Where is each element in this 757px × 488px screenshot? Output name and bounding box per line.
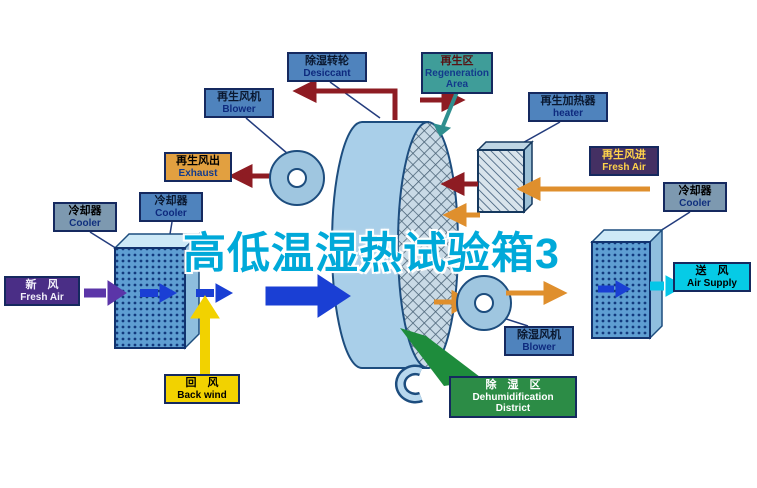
label-dehumid-district-zh: 除 湿 区 [485, 379, 541, 391]
regeneration-duct [228, 78, 398, 189]
regeneration-area-pointer [433, 91, 459, 137]
label-dehumid-district-en2: District [495, 403, 531, 415]
label-cooler-right-en: Cooler [679, 197, 711, 209]
label-cooler-right-zh: 冷却器 [678, 185, 712, 197]
heater-side-face [523, 140, 533, 214]
pointer-regen-blower [245, 117, 289, 155]
label-regen-fresh-air: 再生风进 Fresh Air [589, 146, 659, 177]
label-cooler-right: 冷却器 Cooler [663, 182, 727, 213]
heater-to-wheel-arrowhead [442, 202, 467, 228]
label-regen-heater-zh: 再生加热器 [540, 95, 596, 107]
fan-out-arrowhead [543, 280, 568, 306]
pointer-desiccant [329, 81, 381, 119]
label-regen-fresh-air-zh: 再生风进 [602, 149, 646, 161]
label-regen-exhaust-en: Exhaust [178, 167, 218, 179]
label-dehumid-blower: 除湿风机 Blower [504, 326, 574, 357]
label-air-supply-en: Air Supply [686, 277, 737, 289]
process-arrow3-head [615, 280, 632, 298]
label-regeneration-area: 再生区 Regeneration Area [421, 52, 493, 94]
label-cooler-left-inner-en: Cooler [155, 207, 187, 219]
label-dehumid-blower-en: Blower [522, 341, 556, 353]
label-cooler-left-inner: 冷却器 Cooler [139, 192, 203, 223]
watermark-title: 高低温湿热试验箱3 [183, 230, 560, 278]
label-regen-heater-en: heater [552, 107, 583, 119]
label-back-wind: 回 风 Back wind [164, 374, 240, 405]
label-cooler-left-inner-zh: 冷却器 [154, 195, 188, 207]
label-desiccant-en: Desiccant [303, 67, 351, 79]
return-air-arrowhead [190, 295, 220, 319]
label-cooler-left-outer-en: Cooler [69, 217, 101, 229]
label-dehumid-blower-zh: 除湿风机 [517, 329, 561, 341]
heater-upper-arrowhead [440, 171, 465, 197]
regen-duct-line [314, 88, 398, 120]
label-dehumid-district-en1: Dehumidification [472, 391, 554, 403]
label-back-wind-zh: 回 风 [185, 377, 219, 389]
heater-top-face [476, 141, 534, 151]
process-arrow1-head [159, 283, 178, 303]
label-cooler-left-outer-zh: 冷却器 [68, 205, 102, 217]
regen-fan-shape [269, 150, 326, 206]
regen-duct-arrowhead [292, 78, 317, 104]
dehumid-fan-shape [456, 275, 513, 331]
drain-elbow-icon [395, 364, 423, 404]
label-regen-blower-zh: 再生风机 [217, 91, 261, 103]
label-air-supply: 送 风 Air Supply [673, 262, 751, 293]
fresh-air-arrowhead [107, 280, 127, 306]
label-desiccant: 除湿转轮 Desiccant [287, 52, 367, 83]
label-fresh-air-en: Fresh Air [20, 291, 64, 303]
dehumidification-blower-fan-icon [456, 275, 513, 331]
exhaust-arrowhead [228, 163, 253, 189]
label-fresh-air-zh: 新 风 [25, 279, 59, 291]
fan-to-cooler-arrow [506, 280, 568, 306]
dehumidification-zone-pointer [400, 328, 484, 386]
label-regen-heater: 再生加热器 heater [528, 92, 608, 123]
label-back-wind-en: Back wind [177, 389, 227, 401]
label-regeneration-area-zh: 再生区 [440, 55, 474, 67]
regeneration-blower-fan-icon [269, 150, 326, 206]
label-desiccant-zh: 除湿转轮 [305, 55, 349, 67]
regen-area-line [441, 91, 459, 127]
label-air-supply-zh: 送 风 [695, 265, 729, 277]
label-regeneration-area-en: Regeneration Area [425, 67, 489, 91]
process-air-arrows [140, 274, 632, 318]
label-regen-fresh-air-en: Fresh Air [602, 161, 646, 173]
label-fresh-air: 新 风 Fresh Air [4, 276, 80, 307]
fresh-air-arrow [84, 280, 127, 306]
label-regen-blower-en: Blower [222, 103, 256, 115]
heater-front-face [477, 149, 525, 213]
return-air-arrow [190, 295, 220, 374]
left-box-front-face [114, 247, 186, 349]
left-cooler-box [113, 232, 201, 350]
label-cooler-left-outer: 冷却器 Cooler [53, 202, 117, 233]
regen-area-arrowhead [433, 123, 452, 137]
regen-inlet-arrowhead [516, 176, 541, 202]
process-arrow2-head [215, 283, 234, 303]
label-regen-exhaust: 再生风出 Exhaust [164, 152, 232, 183]
label-regen-exhaust-zh: 再生风出 [176, 155, 220, 167]
label-regen-blower: 再生风机 Blower [204, 88, 274, 119]
regeneration-heater-coil [476, 140, 534, 214]
label-dehumid-district: 除 湿 区 Dehumidification District [449, 376, 577, 418]
drain-elbow-fill [397, 367, 423, 401]
process-big-arrow [265, 274, 351, 318]
